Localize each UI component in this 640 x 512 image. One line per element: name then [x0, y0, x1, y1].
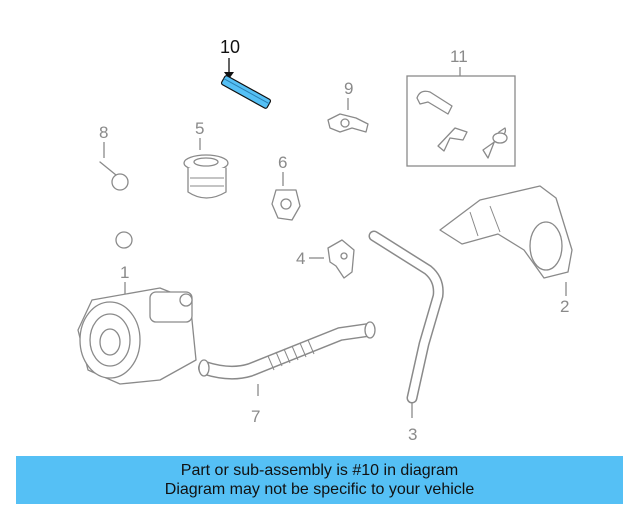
- part-8-tube[interactable]: 8: [91, 123, 133, 249]
- part-4-bracket[interactable]: 4: [296, 239, 355, 279]
- part-3-hose[interactable]: 3: [368, 230, 444, 444]
- banner-line-2: Diagram may not be specific to your vehi…: [164, 481, 475, 498]
- callout-8: 8: [99, 123, 108, 142]
- callout-2: 2: [560, 297, 569, 316]
- callout-6: 6: [278, 153, 287, 172]
- callout-10-arrow: [224, 72, 234, 79]
- part-10-hose[interactable]: 10: [220, 37, 272, 109]
- callout-10: 10: [220, 37, 240, 57]
- banner-line-1: Part or sub-assembly is #10 in diagram: [180, 462, 459, 479]
- part-6-sensor[interactable]: 6: [271, 153, 301, 221]
- part-2-bracket[interactable]: 2: [439, 185, 573, 316]
- callout-4: 4: [296, 249, 305, 268]
- part-1-air-pump[interactable]: 1: [77, 263, 197, 385]
- part-11-hose-kit[interactable]: 11: [406, 47, 516, 167]
- part-5-valve[interactable]: 5: [183, 119, 229, 199]
- info-banner: Part or sub-assembly is #10 in diagram D…: [16, 456, 623, 504]
- callout-11: 11: [450, 47, 468, 66]
- callout-9: 9: [344, 79, 353, 98]
- callout-7: 7: [251, 407, 260, 426]
- part-10-body: [220, 75, 272, 109]
- callout-1: 1: [120, 263, 129, 282]
- callout-3: 3: [408, 425, 417, 444]
- parts-diagram: 10 11 9 8 5: [77, 37, 573, 444]
- callout-5: 5: [195, 119, 204, 138]
- part-7-corrugated-hose[interactable]: 7: [198, 321, 376, 426]
- part-11-box: [406, 75, 516, 167]
- part-9-fitting[interactable]: 9: [327, 79, 369, 133]
